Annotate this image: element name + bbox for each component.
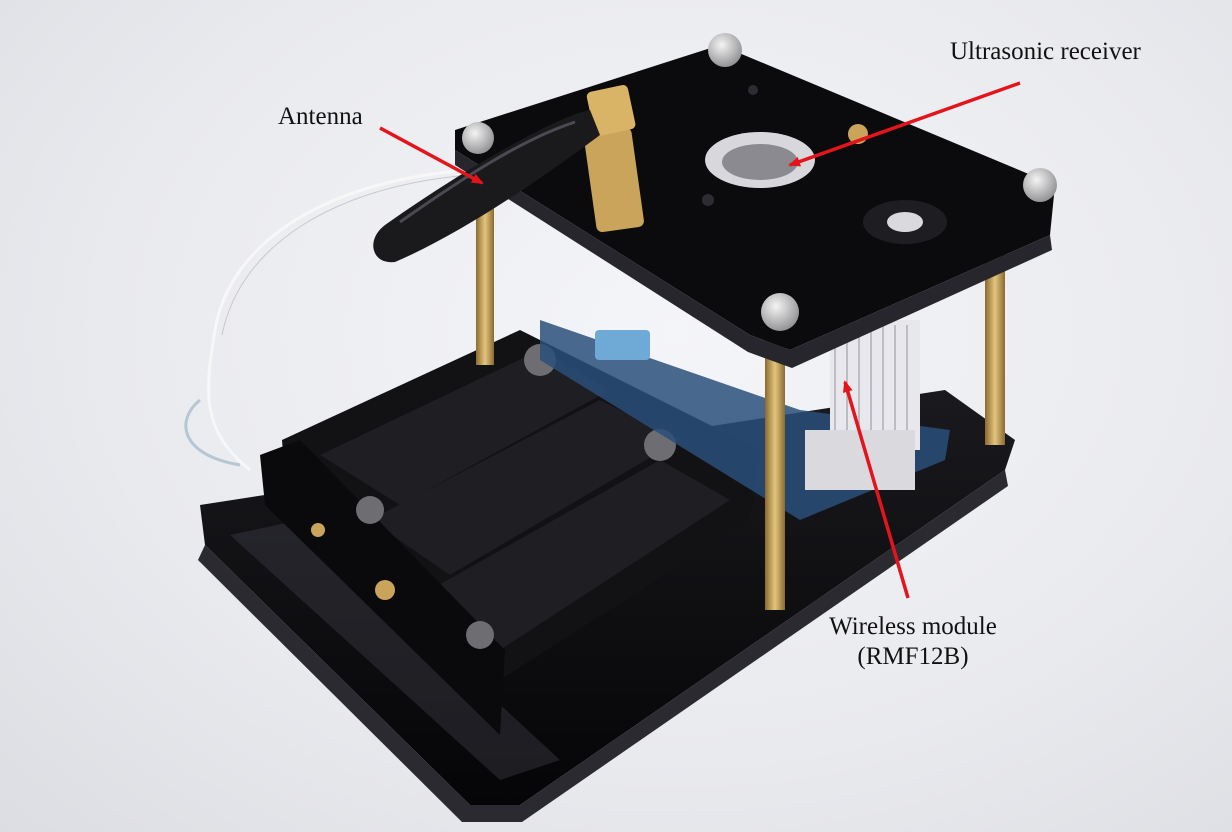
antenna-highlight [399, 120, 576, 224]
module-header [805, 430, 915, 490]
screw [761, 293, 799, 331]
brass-terminal [311, 523, 325, 537]
white-wire-shadow [221, 174, 471, 336]
wireless-module-label: Wireless module (RMF12B) [808, 612, 1018, 672]
brass-terminal [375, 580, 395, 600]
brass-standoff [985, 235, 1005, 445]
screw [1023, 168, 1057, 202]
antenna-connector [584, 127, 644, 233]
top-plate-edge [455, 150, 1052, 368]
blue-wire [184, 398, 241, 467]
antenna [373, 110, 600, 263]
battery-spring [466, 621, 494, 649]
wireless-module-label-line1: Wireless module [829, 613, 997, 640]
ultrasonic-receiver-arrow [788, 81, 1021, 167]
ribbon-wires [834, 325, 908, 445]
screw [462, 122, 494, 154]
top-plate-small-hole [748, 85, 758, 95]
antenna-connector-top [586, 85, 636, 136]
top-plate-hole-inner [887, 212, 923, 232]
wireless-module-arrow [843, 380, 910, 599]
battery-slot-1 [320, 350, 610, 505]
antenna-label: Antenna [278, 103, 363, 130]
wireless-module-label-line2: (RMF12B) [857, 643, 969, 670]
blue-component [595, 330, 650, 360]
antenna-arrow [379, 126, 484, 185]
battery-spring [356, 496, 384, 524]
battery-slot-3 [430, 460, 730, 650]
screw [708, 33, 742, 67]
ultrasonic-receiver-mesh [722, 144, 798, 180]
ultrasonic-receiver-label: Ultrasonic receiver [950, 38, 1141, 65]
brass-standoff [765, 330, 785, 610]
white-wire [207, 168, 471, 472]
base-plate-edge [198, 470, 1008, 822]
top-plate-small-hole [702, 194, 714, 206]
battery-slot-2 [370, 400, 680, 575]
base-plate-reflection [230, 520, 560, 780]
